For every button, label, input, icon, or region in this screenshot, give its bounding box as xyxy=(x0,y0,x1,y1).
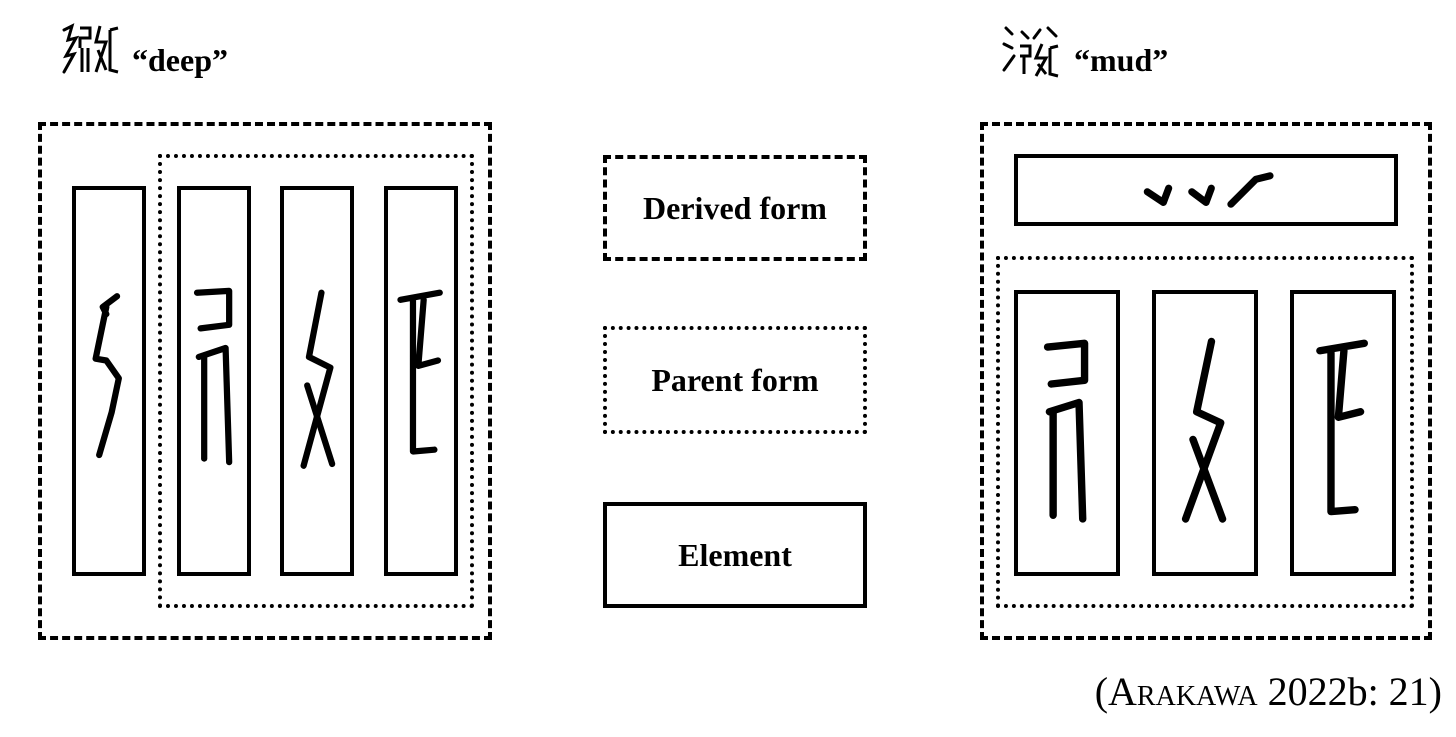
element-c-glyph xyxy=(397,289,443,455)
legend-element: Element xyxy=(603,502,867,608)
citation: (Arakawa 2022b: 21) xyxy=(1095,672,1442,712)
right-title-glyph xyxy=(1002,26,1059,78)
legend-parent-form: Parent form xyxy=(603,326,867,434)
legend-derived-form-label: Derived form xyxy=(643,189,827,226)
citation-open: ( xyxy=(1094,669,1109,714)
right-element-b xyxy=(1152,290,1258,576)
left-title: “deep” xyxy=(58,20,298,80)
legend-derived-form: Derived form xyxy=(603,155,867,261)
left-element-c xyxy=(384,186,458,576)
element-a-glyph xyxy=(1043,339,1089,523)
left-title-gloss: “deep” xyxy=(132,42,228,78)
left-title-glyph xyxy=(62,23,119,74)
left-element-water-radical xyxy=(72,186,146,576)
right-element-water-drops xyxy=(1014,154,1398,226)
right-title-gloss: “mud” xyxy=(1074,42,1169,78)
element-b-glyph xyxy=(300,289,336,469)
water-drops-glyph xyxy=(1143,172,1274,208)
citation-author: Arakawa xyxy=(1108,669,1258,714)
legend-element-label: Element xyxy=(678,536,792,573)
left-parent-form-box xyxy=(158,154,474,608)
right-derived-form-box xyxy=(980,122,1432,640)
left-derived-form-box xyxy=(38,122,492,640)
left-element-b xyxy=(280,186,354,576)
right-parent-form-box xyxy=(996,256,1414,608)
citation-rest: 2022b: 21) xyxy=(1257,669,1442,714)
legend-parent-form-label: Parent form xyxy=(651,361,819,398)
element-b-glyph xyxy=(1181,337,1227,523)
element-c-glyph xyxy=(1316,339,1368,516)
element-a-glyph xyxy=(193,287,233,466)
right-element-c xyxy=(1290,290,1396,576)
right-title: “mud” xyxy=(1000,20,1240,80)
left-element-a xyxy=(177,186,251,576)
right-element-a xyxy=(1014,290,1120,576)
water-radical-glyph xyxy=(92,293,122,459)
